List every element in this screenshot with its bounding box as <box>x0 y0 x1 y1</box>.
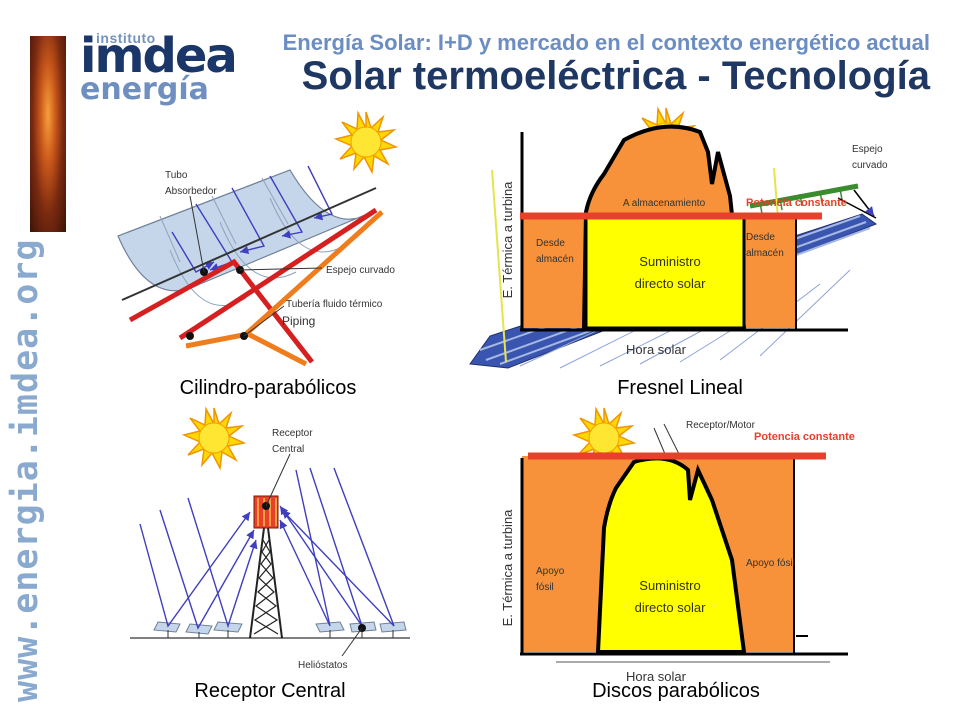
label-curved-mirror-1: Espejo <box>852 144 883 155</box>
solar-tower <box>249 527 283 639</box>
label-receiver-2: Central <box>272 444 304 455</box>
trough-mirrors <box>117 169 373 307</box>
sidebar-stripe <box>0 0 72 720</box>
label-direct-supply-dish-2: directo solar <box>635 600 706 615</box>
sun-icon <box>335 111 397 173</box>
label-from-storage-right-1: Desde <box>746 232 775 243</box>
sidebar-image <box>30 36 66 232</box>
label-piping: Piping <box>282 314 315 328</box>
label-fossil-right: Apoyo fósil <box>746 558 795 569</box>
page-title: Solar termoeléctrica - Tecnología <box>301 54 930 98</box>
parabolic-trough-panel: Tubo Absorbedor Espejo curvado Tubería f… <box>117 111 397 399</box>
label-from-storage-right-2: almacén <box>746 248 784 259</box>
central-receiver-panel: Receptor Central Helióstatos Receptor Ce… <box>130 407 410 702</box>
label-to-storage: A almacenamiento <box>623 198 706 209</box>
label-from-storage-left-2: almacén <box>536 254 574 265</box>
page-subtitle: Energía Solar: I+D y mercado en el conte… <box>282 30 930 55</box>
logo-unit: energía <box>80 72 209 107</box>
label-constant-power-dish: Potencia constante <box>754 431 855 443</box>
label-pipe: Tubería fluido térmico <box>286 299 383 310</box>
fresnel-energy-chart <box>520 124 877 332</box>
label-direct-supply-dish-1: Suministro <box>639 578 700 593</box>
label-tube-1: Tubo <box>165 170 188 181</box>
label-from-storage-left-1: Desde <box>536 238 565 249</box>
dish-panel: Receptor/Motor Potencia constante Apoyo … <box>500 407 855 702</box>
logo-institute: instituto <box>96 30 156 46</box>
caption-dish: Discos parabólicos <box>592 680 760 702</box>
caption-central-receiver: Receptor Central <box>194 680 345 702</box>
label-heliostats: Helióstatos <box>298 660 347 671</box>
label-direct-supply-2: directo solar <box>635 276 706 291</box>
label-receiver-motor: Receptor/Motor <box>686 420 756 431</box>
absorber-tube <box>121 187 377 301</box>
fresnel-y-axis-label: E. Térmica a turbina <box>500 181 515 299</box>
sun-icon <box>183 407 245 469</box>
fresnel-x-axis-label: Hora solar <box>626 342 687 357</box>
caption-fresnel: Fresnel Lineal <box>617 377 743 399</box>
label-direct-supply-1: Suministro <box>639 254 700 269</box>
dish-y-axis-label: E. Térmica a turbina <box>500 509 515 627</box>
label-mirror: Espejo curvado <box>326 265 395 276</box>
label-curved-mirror-2: curvado <box>852 160 888 171</box>
label-fossil-left-1: Apoyo <box>536 566 565 577</box>
dish-energy-chart <box>520 452 848 663</box>
label-tube-2: Absorbedor <box>165 186 217 197</box>
label-constant-power: Potencia constante <box>746 197 847 209</box>
label-fossil-left-2: fósil <box>536 582 554 593</box>
dish-x-axis-label: Hora solar <box>626 669 687 684</box>
fresnel-panel: A almacenamiento Desde almacén Desde alm… <box>469 107 888 399</box>
caption-parabolic-trough: Cilindro-parabólicos <box>180 377 357 399</box>
label-receiver-1: Receptor <box>272 428 313 439</box>
logo-name: imdea <box>80 28 238 84</box>
hot-pipe <box>128 258 314 364</box>
